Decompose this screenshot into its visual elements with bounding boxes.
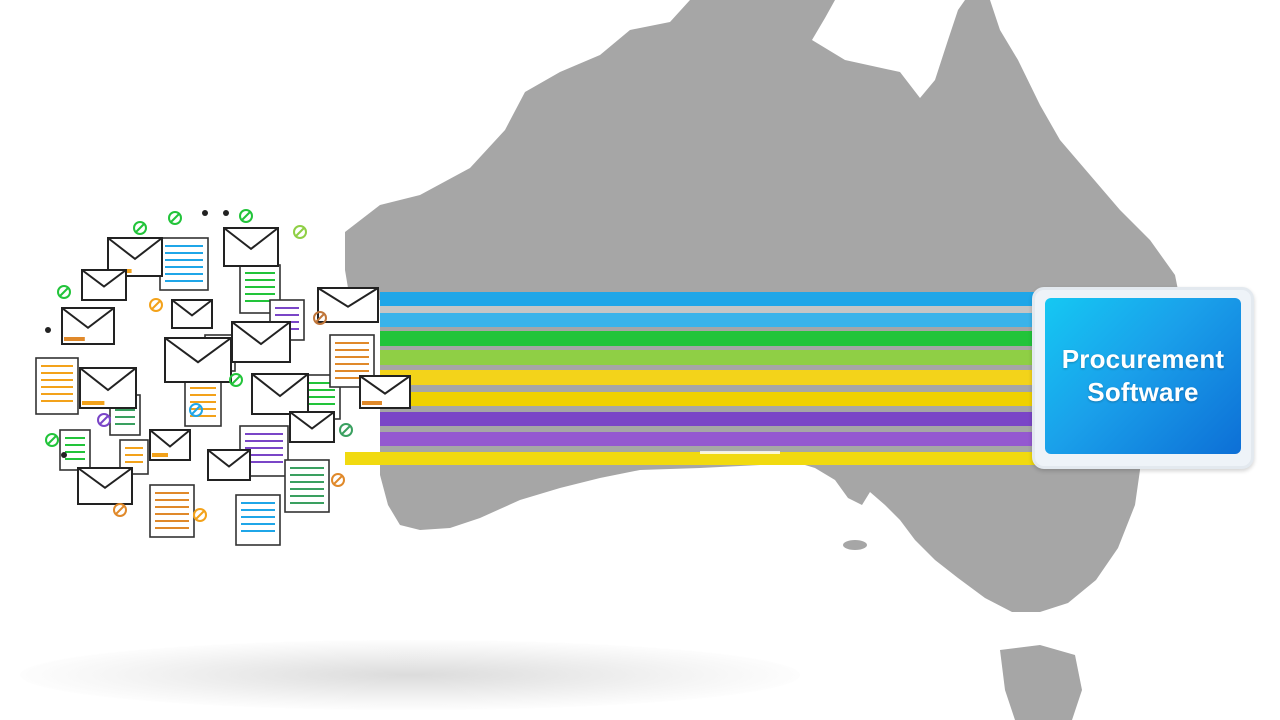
stream-yellow-3 — [345, 452, 1040, 465]
small-symbol-icon — [57, 285, 71, 299]
small-symbol-icon — [133, 221, 147, 235]
dot — [202, 210, 208, 216]
dot — [61, 452, 67, 458]
document-icon — [235, 494, 281, 546]
document-icon — [35, 357, 79, 415]
envelope-icon — [231, 321, 291, 363]
small-symbol-icon — [193, 508, 207, 522]
stream-blue-2 — [380, 313, 1040, 327]
small-symbol-icon — [239, 209, 253, 223]
small-symbol-icon — [313, 311, 327, 325]
document-icon — [159, 237, 209, 291]
stream-purple-2 — [380, 432, 1040, 446]
documents-and-envelopes-icon-cluster — [35, 209, 411, 546]
small-symbol-icon — [45, 433, 59, 447]
envelope-icon — [223, 227, 279, 267]
floor-shadow — [20, 640, 800, 710]
label-line-2: Software — [1087, 377, 1199, 407]
dot — [45, 327, 51, 333]
envelope-icon — [317, 287, 379, 323]
procurement-software-panel: Procurement Software — [1045, 298, 1241, 454]
envelope-icon — [164, 337, 232, 383]
procurement-software-box: Procurement Software — [1032, 287, 1254, 469]
small-symbol-icon — [113, 503, 127, 517]
envelope-icon — [289, 411, 335, 443]
small-symbol-icon — [331, 473, 345, 487]
small-symbol-icon — [189, 403, 203, 417]
label-line-1: Procurement — [1061, 344, 1225, 374]
tasmania — [1000, 645, 1082, 720]
dot — [223, 210, 229, 216]
envelope-icon — [251, 373, 309, 415]
stream-blue-1 — [380, 292, 1040, 306]
envelope-icon — [81, 269, 127, 301]
document-icon — [239, 264, 281, 314]
small-symbol-icon — [149, 298, 163, 312]
small-symbol-icon — [168, 211, 182, 225]
stream-yellow-1 — [380, 370, 1040, 385]
document-icon — [184, 379, 222, 427]
stream-yellow-2 — [380, 392, 1040, 406]
envelope-icon — [61, 307, 115, 345]
small-symbol-icon — [339, 423, 353, 437]
document-icon — [329, 334, 375, 388]
small-symbol-icon — [97, 413, 111, 427]
envelope-icon — [171, 299, 213, 329]
envelope-icon — [207, 449, 251, 481]
envelope-icon — [149, 429, 191, 461]
document-icon — [59, 429, 91, 471]
stream-green-2 — [380, 350, 1040, 365]
document-icon — [149, 484, 195, 538]
small-symbol-icon — [293, 225, 307, 239]
kangaroo-island — [843, 540, 867, 550]
stream-purple-1 — [380, 412, 1040, 426]
data-streams — [345, 292, 1040, 465]
envelope-icon — [359, 375, 411, 409]
stream-green-1 — [380, 331, 1040, 346]
small-symbol-icon — [229, 373, 243, 387]
envelope-icon — [79, 367, 137, 409]
envelope-icon — [77, 467, 133, 505]
document-icon — [284, 459, 330, 513]
